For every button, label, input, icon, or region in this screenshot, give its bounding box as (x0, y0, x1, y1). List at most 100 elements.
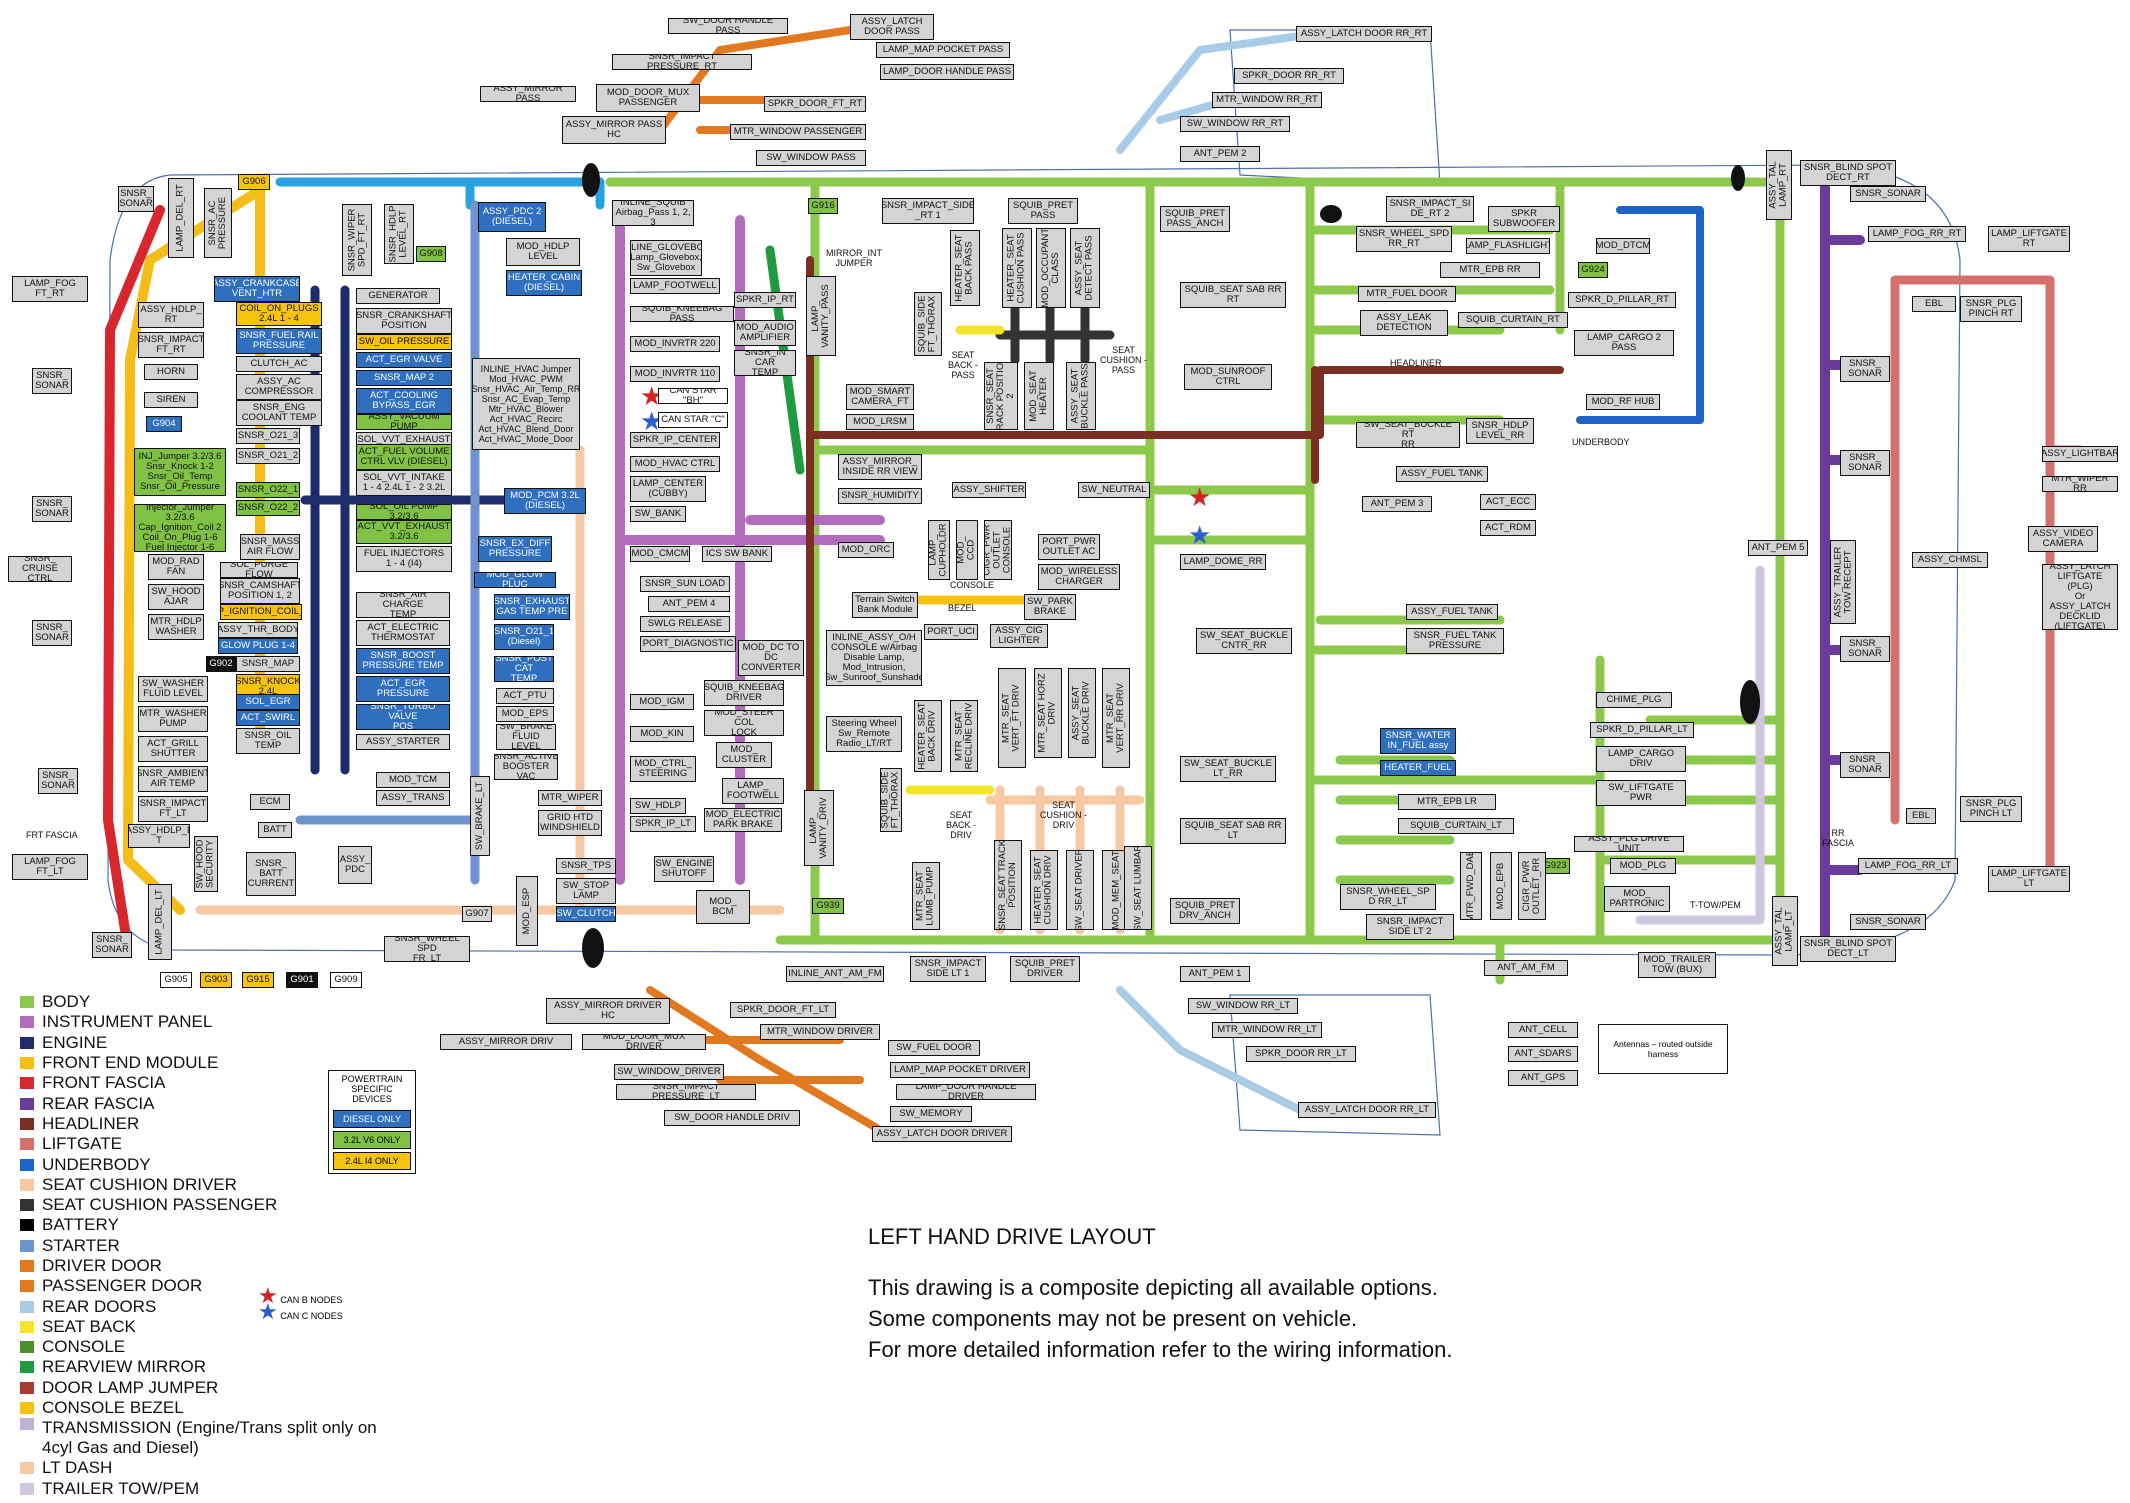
legend-label: DRIVER DOOR (42, 1256, 162, 1275)
component-act-vvt-exhaust: ACT_VVT_EXHAUST 3.2/3.6 (356, 520, 452, 544)
component-act-electric-thermostat: ACT_ELECTRIC THERMOSTAT (356, 620, 450, 646)
seat-cushion-driv-label: SEAT CUSHION - DRIV (1040, 800, 1087, 830)
component-assy-mirror-pass: ASSY_MIRROR PASS (480, 86, 576, 102)
component-g915: G915 (242, 972, 274, 988)
component-snsr-batt-current: SNSR_ BATT CURRENT (246, 852, 296, 896)
component-mtr-window-driver: MTR_WINDOW DRIVER (760, 1024, 880, 1040)
component-label: MTR_SEAT LUMB_PUMP (915, 866, 936, 926)
component-snsr-humidity: SNSR_HUMIDITY (838, 488, 922, 504)
component-ant-am-fm: ANT_AM_FM (1484, 960, 1568, 976)
component-act-grill-shutter: ACT_GRILL SHUTTER (138, 736, 208, 762)
component-mod-epb: MOD_EPB (1490, 852, 1512, 920)
component-label: SNSR_SEAT TRACK POSITION (997, 840, 1018, 930)
component-label: CIGR_PWR OUTLET_RR (1521, 857, 1543, 915)
component-squib-curtain-rt: SQUIB_CURTAIN_RT (1458, 312, 1568, 328)
component-label: HEATER_SEAT BACK DRIV (917, 702, 939, 770)
component-mod-invrtr-110: MOD_INVRTR 110 (630, 366, 720, 382)
component-sw-window-driver: SW_WINDOW_DRIVER (614, 1064, 724, 1080)
can-legend: ★ CAN B NODES ★ CAN C NODES (258, 1285, 343, 1323)
component-inj-jumper: INJ_Jumper 3.2/3.6 Snsr_Knock 1-2 Snsr_O… (134, 448, 226, 496)
component-lamp-footwell-drv: LAMP_ FOOTWELL (722, 778, 784, 804)
component-label: MOD_ CCD (956, 536, 978, 564)
component-label: SQUIB_SIDE FT_THORAX (917, 295, 938, 353)
component-label: LAMP_ VANITY_DRIV (808, 797, 829, 859)
component-label: LAMP_ CUPHOLDR (928, 523, 949, 577)
engine-bay-harness (275, 177, 605, 210)
component-grid-htd-windshield: GRID HTD WINDSHIELD (538, 810, 602, 836)
component-label: SQUIB_SIDE FT_THORAX (880, 771, 901, 829)
component-assy-hdlp-rt: ASSY_HDLP_ RT (138, 302, 204, 328)
component-snsr-eng-coolant-temp: SNSR_ENG COOLANT TEMP (236, 400, 322, 426)
component-snsr-sonar-r3: SNSR_ SONAR (1840, 450, 1890, 476)
legend-label: SEAT CUSHION DRIVER (42, 1174, 237, 1194)
seat-cushion-pass-label: SEAT CUSHION - PASS (1100, 345, 1147, 375)
component-snsr-fuel-tank-pressure: SNSR_FUEL TANK PRESSURE (1406, 628, 1504, 654)
component-lamp-vanity-driv: LAMP_ VANITY_DRIV (804, 790, 834, 866)
component-snsr-air-charge-temp: SNSR_AIR CHARGE TEMP (356, 592, 450, 618)
component-lamp-map-pocket-driver: LAMP_MAP POCKET DRIVER (890, 1062, 1030, 1078)
component-mod-hvac-ctrl: MOD_HVAC CTRL (630, 456, 720, 472)
legend-item: FRONT FASCIA (20, 1073, 377, 1093)
component-snsr-plg-pinch-rt: SNSR_PLG PINCH RT (1960, 296, 2022, 322)
component-snsr-active-booster-vac: SNSR_ACTIVE BOOSTER VAC (494, 754, 558, 780)
component-snsr-o22-2: SNSR_O22_2 (236, 500, 300, 516)
component-snsr-crankshaft-position: SNSR_CRANKSHAFT POSITION (356, 308, 452, 334)
component-snsr-tps: SNSR_TPS (556, 858, 616, 874)
component-snsr-ac-pressure: SNSR_AC PRESSURE (204, 188, 232, 258)
component-snsr-sonar-3: SNSR_ SONAR (32, 496, 72, 522)
component-assy-latch-door-driver: ASSY_LATCH DOOR DRIVER (872, 1126, 1012, 1142)
component-lamp-cargo-2-pass: LAMP_CARGO 2 PASS (1574, 330, 1674, 356)
layout-title: LEFT HAND DRIVE LAYOUT (868, 1224, 1156, 1249)
legend-item: TRAILER TOW/PEM (20, 1479, 377, 1499)
legend-swatch (20, 1280, 34, 1293)
component-lamp-fog-ft-rt: LAMP_FOG FT_RT (12, 276, 88, 302)
component-heater-seat-cushion-driv: HEATER_SEAT CUSHION DRIV (1030, 850, 1058, 930)
component-mod-sunroof-ctrl: MOD_SUNROOF CTRL (1184, 364, 1272, 390)
component-mod-tcm: MOD_TCM (376, 772, 450, 788)
component-label: MOD_SEAT HEATER (1028, 370, 1049, 422)
component-lamp-del-lt: LAMP_DEL_LT (148, 884, 172, 960)
component-assy-plg-drive-unit: ASSY_PLG DRIVE UNIT (1574, 836, 1684, 852)
legend-item: UNDERBODY (20, 1154, 377, 1174)
component-label: SNSR_HDLP LEVEL_RT (388, 205, 409, 263)
component-label: LAMP_DEL_RT (175, 184, 187, 252)
component-sw-memory: SW_MEMORY (890, 1106, 972, 1122)
component-label: LAMP_ VANITY_PASS (810, 284, 831, 348)
component-snsr-ex-diff-pressure: SNSR_EX_DIFF PRESSURE (478, 536, 552, 562)
component-spkr-door-ft-rt: SPKR_DOOR_FT_RT (764, 96, 866, 112)
component-g904: G904 (146, 416, 182, 432)
legend-swatch (20, 1462, 34, 1475)
component-mod-trailer-tow-bux: MOD_TRAILER TOW (BUX) (1638, 952, 1716, 978)
legend-item: SEAT CUSHION DRIVER (20, 1175, 377, 1195)
component-assy-latch-door-pass: ASSY_LATCH DOOR PASS (850, 14, 934, 40)
legend-swatch (20, 1036, 34, 1049)
component-label: SNSR_SEAT TRACK POSITION 2 (985, 362, 1017, 430)
component-mtr-window-rr-rt: MTR_WINDOW RR_RT (1212, 92, 1322, 108)
component-sw-seat-buckle-cntr-rr: SW_SEAT_BUCKLE CNTR_RR (1196, 628, 1292, 654)
component-label: MOD_MEM_SEAT (1110, 850, 1122, 930)
component-mod-dc-to-dc-converter: MOD_DC TO DC CONVERTER (738, 640, 804, 676)
component-label: MOD_EPB (1495, 862, 1506, 910)
component-lamp-cargo-driv: LAMP_CARGO DRIV (1596, 746, 1686, 772)
component-spkr-door-rr-rt: SPKR_DOOR RR_RT (1234, 68, 1344, 84)
component-snsr-impact-pressure-rt: SNSR_IMPACT PRESSURE_RT (612, 54, 752, 70)
powertrain-legend-title: POWERTRAIN SPECIFIC DEVICES (341, 1074, 403, 1104)
component-snsr-turbo-valve-pos: SNSR_TURBO VALVE POS (356, 704, 450, 730)
component-mtr-seat-recline-driv: MTR_SEAT RECLINE DRIV (950, 700, 978, 772)
component-mtr-seat-vert-ft-driv: MTR_SEAT VERT_FT DRIV (998, 668, 1026, 768)
component-snsr-impact-ft-lt: SNSR_IMPACT FT_LT (138, 796, 208, 822)
component-sw-clutch: SW_CLUTCH (556, 906, 616, 922)
component-snsr-boost-pressure-temp: SNSR_BOOST PRESSURE TEMP (356, 648, 450, 674)
component-snsr-fuel-rail-pressure: SNSR_FUEL RAIL PRESSURE (236, 328, 322, 354)
component-assy-latch-liftgate: ASSY_LATCH LIFTGATE (PLG) Or ASSY_LATCH … (2042, 564, 2118, 630)
component-lamp-door-handle-driver: LAMP_DOOR HANDLE DRIVER (896, 1084, 1036, 1100)
component-sw-seat-buckle-rt-rr: SW_SEAT_BUCKLE RT RR (1356, 422, 1460, 448)
component-snsr-plg-pinch-lt: SNSR_PLG PINCH LT (1960, 796, 2022, 822)
legend-swatch (20, 1381, 34, 1394)
component-assy-pdc-diesel: ASSY_PDC 2 (DIESEL) (478, 202, 546, 232)
underbody-harness (1576, 206, 1704, 424)
component-snsr-impact-side-lt-1: SNSR_IMPACT SIDE LT 1 (910, 956, 986, 982)
component-snsr-wheel-spd-fr-lt: SNSR_WHEEL SPD FR_LT (384, 936, 470, 962)
component-label: ASSY_SEAT BUCKLE DRIV (1071, 681, 1093, 745)
component-mod-wireless-charger: MOD_WIRELESS CHARGER (1038, 564, 1120, 590)
